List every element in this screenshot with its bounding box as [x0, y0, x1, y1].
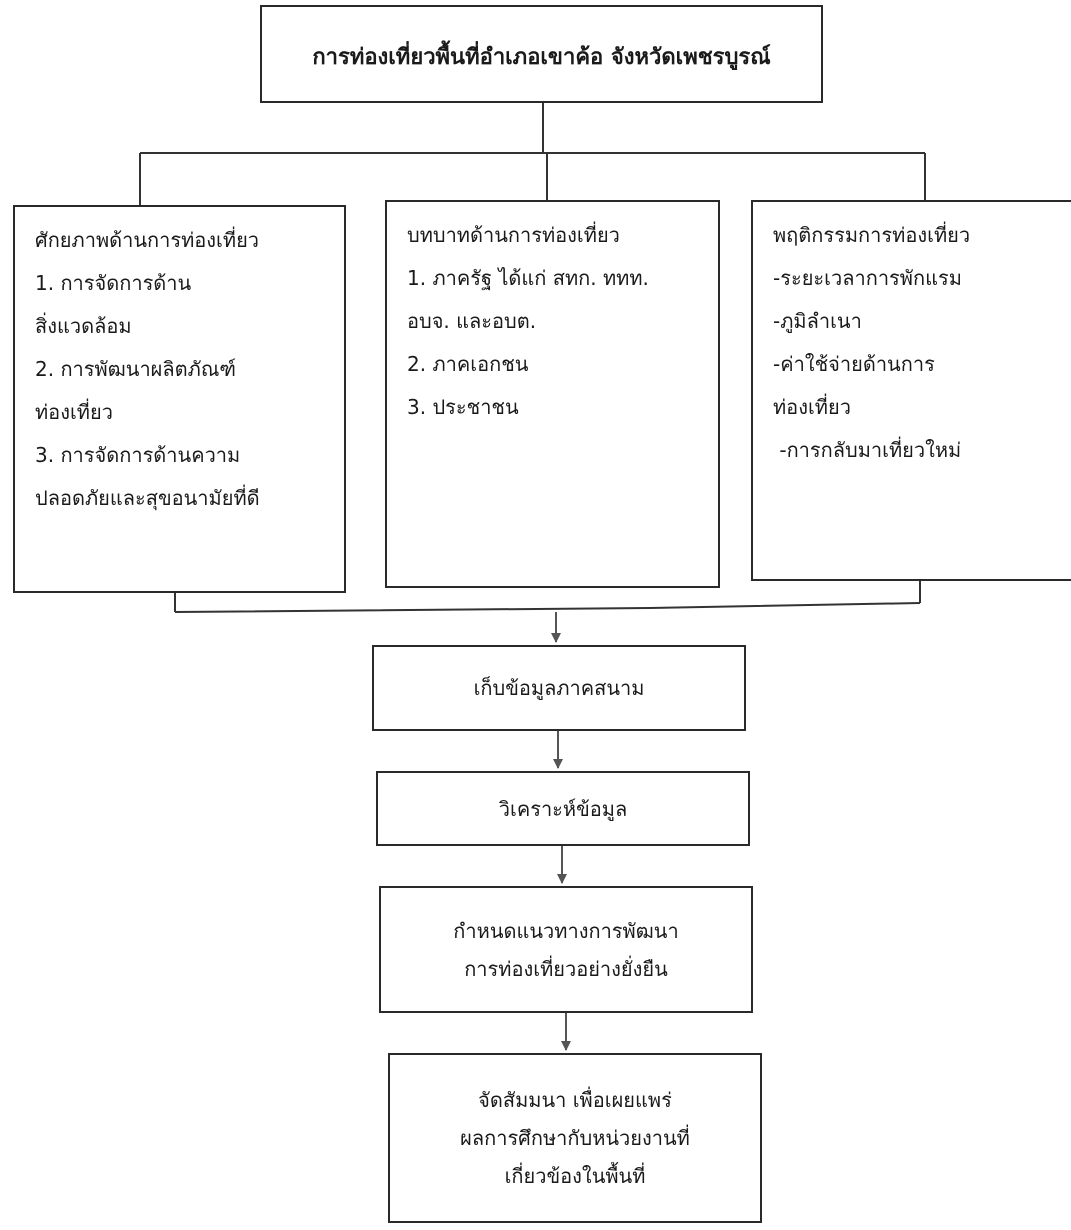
roles-box: บทบาทด้านการท่องเที่ยว 1. ภาครัฐ ได้แก่ … — [385, 200, 720, 588]
behavior-line: -การกลับมาเที่ยวใหม่ — [773, 438, 962, 462]
step-analysis-text: วิเคราะห์ข้อมูล — [498, 796, 628, 821]
roles-line: 3. ประชาชน — [407, 395, 519, 419]
diagram-title: การท่องเที่ยวพื้นที่อำเภอเขาค้อ จังหวัดเ… — [312, 45, 771, 70]
merge-bar — [174, 602, 921, 613]
step-guideline-text: การท่องเที่ยวอย่างยั่งยืน — [464, 956, 668, 981]
roles-line: 2. ภาคเอกชน — [407, 352, 529, 376]
step-guideline-box: กำหนดแนวทางการพัฒนา การท่องเที่ยวอย่างยั… — [379, 886, 753, 1013]
step-seminar-text: จัดสัมมนา เพื่อเผยแพร่ — [478, 1088, 672, 1112]
step-guideline-text: กำหนดแนวทางการพัฒนา — [453, 918, 679, 943]
step-seminar-box: จัดสัมมนา เพื่อเผยแพร่ ผลการศึกษากับหน่ว… — [388, 1053, 762, 1223]
behavior-line: -ภูมิลำเนา — [773, 309, 862, 333]
potential-line: สิ่งแวดล้อม — [35, 314, 132, 338]
step-fieldwork-text: เก็บข้อมูลภาคสนาม — [473, 676, 645, 700]
step-analysis-box: วิเคราะห์ข้อมูล — [376, 771, 750, 846]
behavior-line: -ระยะเวลาการพักแรม — [773, 266, 962, 290]
potential-heading: ศักยภาพด้านการท่องเที่ยว — [35, 228, 260, 252]
roles-heading: บทบาทด้านการท่องเที่ยว — [407, 223, 620, 247]
potential-box: ศักยภาพด้านการท่องเที่ยว 1. การจัดการด้า… — [13, 205, 346, 593]
roles-line: อบจ. และอบต. — [407, 309, 537, 333]
title-box: การท่องเที่ยวพื้นที่อำเภอเขาค้อ จังหวัดเ… — [260, 5, 823, 103]
step-seminar-text: เกี่ยวข้องในพื้นที่ — [504, 1164, 646, 1188]
step-fieldwork-box: เก็บข้อมูลภาคสนาม — [372, 645, 746, 731]
potential-line: ท่องเที่ยว — [35, 400, 113, 424]
behavior-heading: พฤติกรรมการท่องเที่ยว — [773, 223, 971, 247]
behavior-line: -ค่าใช้จ่ายด้านการ — [773, 352, 935, 376]
step-seminar-text: ผลการศึกษากับหน่วยงานที่ — [460, 1126, 690, 1150]
potential-line: 2. การพัฒนาผลิตภัณฑ์ — [35, 357, 236, 381]
roles-line: 1. ภาครัฐ ได้แก่ สทก. ททท. — [407, 266, 649, 290]
behavior-line: ท่องเที่ยว — [773, 395, 851, 419]
potential-line: 3. การจัดการด้านความ — [35, 443, 241, 467]
potential-line: ปลอดภัยและสุขอนามัยที่ดี — [35, 486, 260, 510]
potential-line: 1. การจัดการด้าน — [35, 271, 192, 295]
behavior-box: พฤติกรรมการท่องเที่ยว -ระยะเวลาการพักแรม… — [751, 200, 1071, 581]
